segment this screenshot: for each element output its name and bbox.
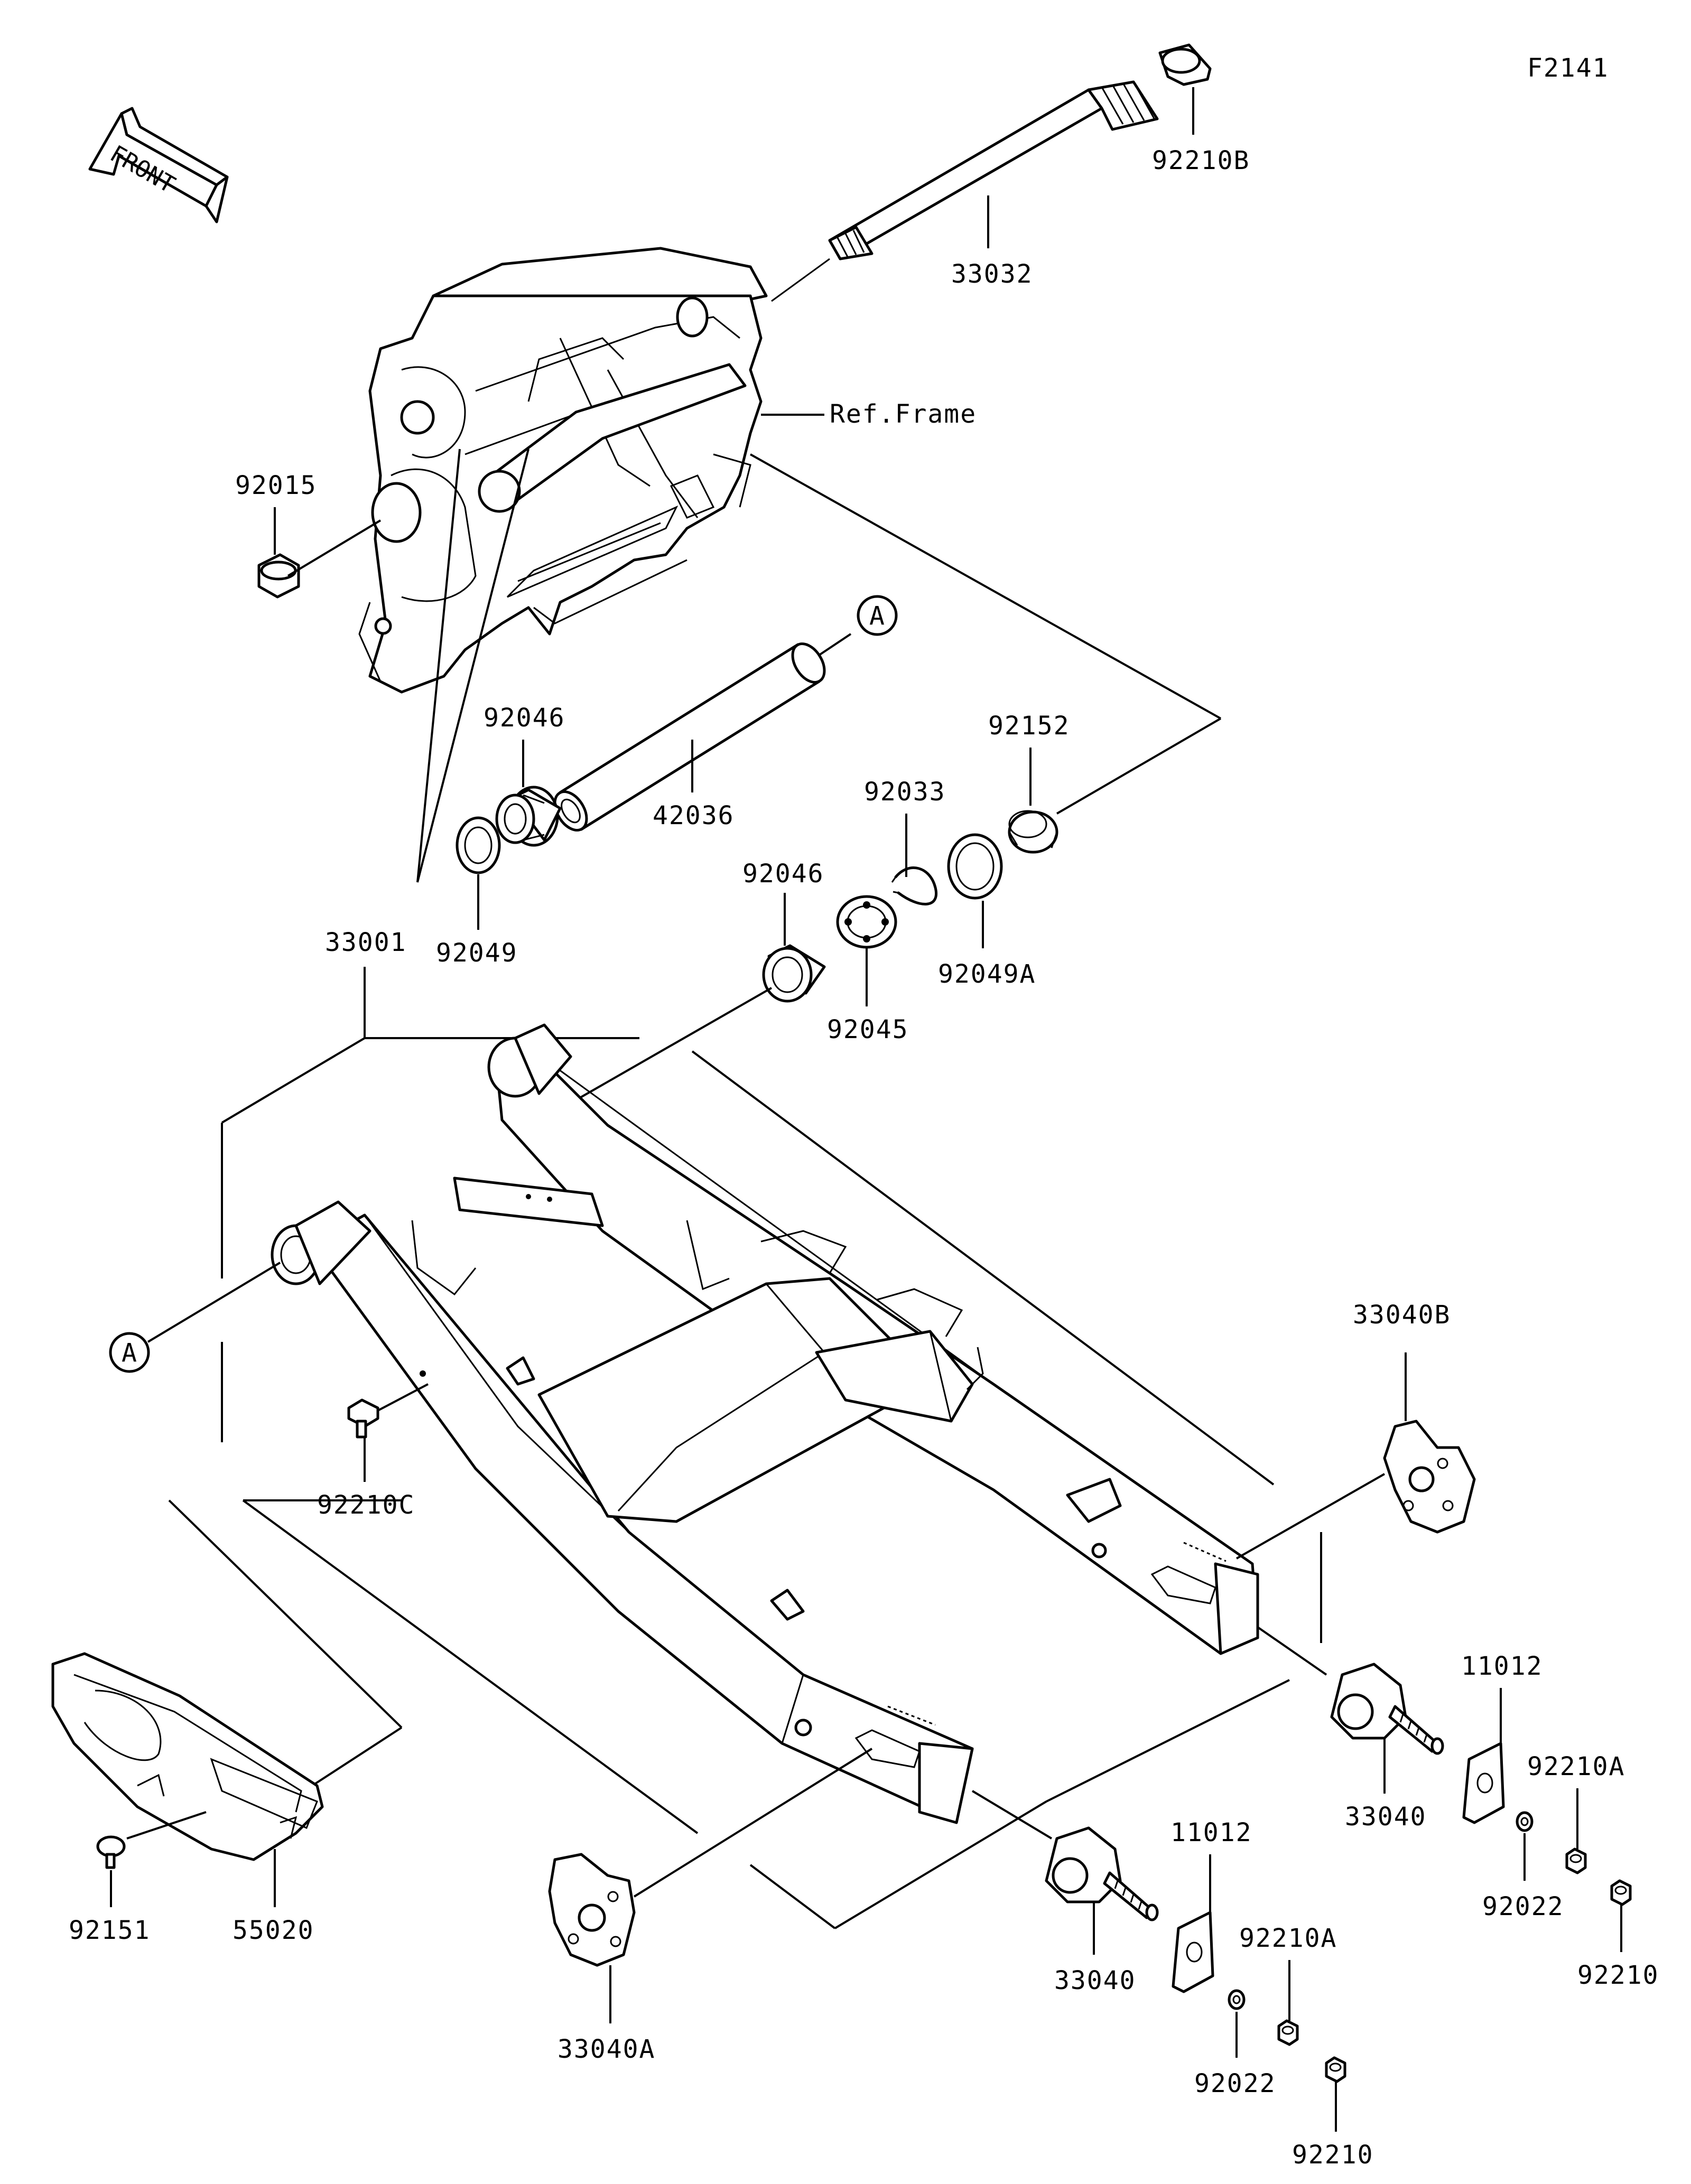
frame-bolt-nut [257, 553, 300, 599]
washer-92022-mid [1228, 1989, 1246, 2010]
label-92022-right: 92022 [1482, 1892, 1564, 1921]
nut-92210-right [1610, 1879, 1632, 1906]
needle-bearing-top [495, 786, 562, 847]
chain-case [51, 1652, 324, 1861]
label-42036: 42036 [653, 801, 735, 830]
label-55020: 55020 [233, 1916, 314, 1945]
label-92049: 92049 [436, 938, 518, 968]
chain-adjuster-plate-33040A [548, 1853, 636, 1967]
label-11012-right: 11012 [1461, 1651, 1543, 1681]
washer-92049A [947, 833, 1003, 900]
label-92022-mid: 92022 [1194, 2069, 1276, 2098]
label-92210B: 92210B [1152, 146, 1250, 175]
nut-92210A-right [1565, 1847, 1587, 1874]
diagram-code: F2141 [1527, 53, 1609, 83]
label-92210-mid: 92210 [1292, 2140, 1374, 2170]
callout-a-bottom-label: A [122, 1338, 138, 1368]
label-92210A-right: 92210A [1527, 1752, 1625, 1781]
front-arrow-icon: FRONT [88, 107, 229, 223]
collar-92152 [1008, 810, 1058, 854]
ref-frame-label: Ref.Frame [830, 399, 977, 429]
label-92152: 92152 [988, 711, 1070, 741]
chain-adjuster-mid [1045, 1826, 1159, 1921]
label-92033: 92033 [864, 777, 946, 807]
label-33032: 33032 [951, 259, 1033, 289]
label-92015: 92015 [235, 471, 317, 500]
pivot-nut [1158, 43, 1212, 86]
ball-bearing [836, 895, 897, 949]
small-bolt-92210C [347, 1398, 379, 1439]
washer-92022-right [1516, 1811, 1534, 1832]
label-33001: 33001 [325, 928, 407, 957]
chain-adjuster-plate-33040B [1383, 1420, 1476, 1534]
label-92046-mid: 92046 [742, 859, 824, 889]
chain-adjuster-right [1330, 1663, 1444, 1755]
callout-a-bottom [109, 1332, 150, 1373]
callout-a-top [857, 595, 898, 636]
label-92210-right: 92210 [1577, 1961, 1659, 1990]
label-11012-mid: 11012 [1170, 1818, 1252, 1847]
adjuster-block-right [1462, 1742, 1505, 1824]
adjuster-block-mid [1172, 1911, 1214, 1993]
nut-92210A-mid [1277, 2019, 1299, 2046]
label-33040A: 33040A [558, 2034, 655, 2064]
label-92151: 92151 [69, 1916, 151, 1945]
label-92210C: 92210C [317, 1490, 415, 1520]
label-92045: 92045 [827, 1015, 909, 1044]
frame-reference [358, 247, 768, 694]
label-33040-right: 33040 [1345, 1802, 1427, 1832]
pivot-shaft [771, 80, 1159, 302]
bushing-sleeve [553, 642, 826, 832]
label-92049A: 92049A [938, 959, 1036, 989]
label-33040B: 33040B [1353, 1300, 1451, 1330]
washer-left [456, 816, 501, 874]
circlip [891, 866, 937, 906]
swingarm [271, 1023, 1259, 1824]
label-92210A-mid: 92210A [1239, 1924, 1337, 1953]
screw-92151 [96, 1835, 126, 1869]
needle-bearing-mid [762, 944, 826, 1003]
nut-92210-mid [1325, 2056, 1346, 2083]
label-33040-mid: 33040 [1054, 1966, 1136, 1995]
label-92046-top: 92046 [484, 703, 565, 733]
callout-a-top-label: A [869, 601, 886, 631]
